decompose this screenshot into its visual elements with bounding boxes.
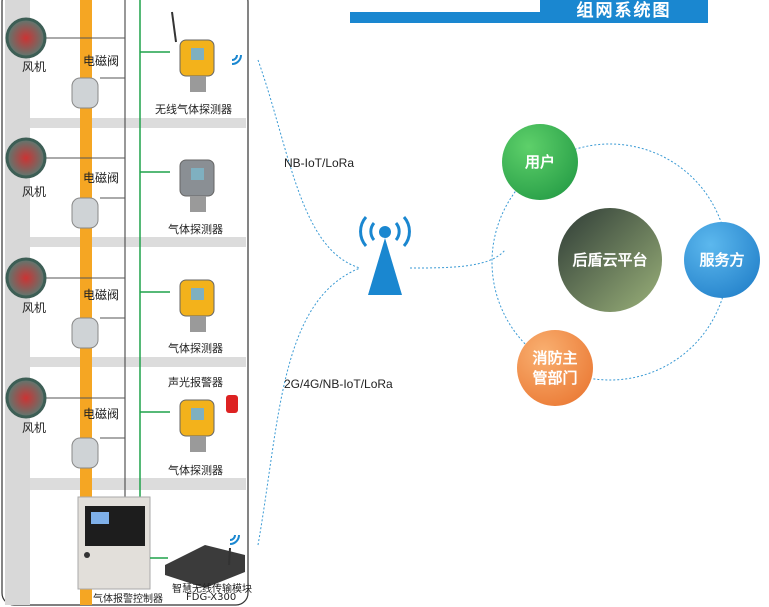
module-name: 智慧无线传输模块: [172, 584, 252, 595]
fire-dept-label-1: 消防主: [532, 349, 578, 367]
user-label: 用户: [524, 153, 555, 171]
module-model: FDG-X300: [186, 592, 237, 603]
cloud-platform-node: 后盾云平台: [558, 208, 662, 312]
service-node: 服务方: [684, 222, 760, 298]
solenoid-valve-icon: [71, 437, 99, 469]
antenna-tower-icon: [359, 216, 411, 295]
fan-label: 风机: [22, 421, 47, 435]
detector-label: 无线气体探测器: [155, 103, 232, 116]
solenoid-valve-icon: [71, 197, 99, 229]
user-node: 用户: [502, 124, 578, 200]
upper-link-label: NB-IoT/LoRa: [284, 156, 355, 170]
fan-icon: [5, 257, 47, 299]
lower-link-label: 2G/4G/NB-IoT/LoRa: [284, 377, 393, 391]
valve-label: 电磁阀: [83, 54, 120, 68]
fire-dept-node: 消防主 管部门: [517, 330, 593, 406]
fan-icon: [5, 137, 47, 179]
fan-label: 风机: [22, 185, 47, 199]
cloud-label: 后盾云平台: [572, 251, 648, 269]
service-label: 服务方: [699, 251, 745, 269]
fire-dept-label-2: 管部门: [532, 369, 578, 387]
detector-label: 气体探测器: [168, 464, 223, 477]
alarm-light-icon: [226, 395, 238, 413]
valve-label: 电磁阀: [83, 288, 120, 302]
fan-icon: [5, 377, 47, 419]
diagram-title: 组网系统图: [540, 0, 708, 23]
fan-label: 风机: [22, 301, 47, 315]
fan-label: 风机: [22, 60, 47, 74]
controller-label: 气体报警控制器: [93, 594, 163, 605]
solenoid-valve-icon: [71, 317, 99, 349]
alarm-label: 声光报警器: [168, 376, 223, 389]
antenna-icon: [171, 11, 177, 43]
solenoid-valve-icon: [71, 77, 99, 109]
fan-icon: [5, 17, 47, 59]
detector-label: 气体探测器: [168, 342, 223, 355]
detector-label: 气体探测器: [168, 223, 223, 236]
valve-label: 电磁阀: [83, 171, 120, 185]
valve-label: 电磁阀: [83, 407, 120, 421]
